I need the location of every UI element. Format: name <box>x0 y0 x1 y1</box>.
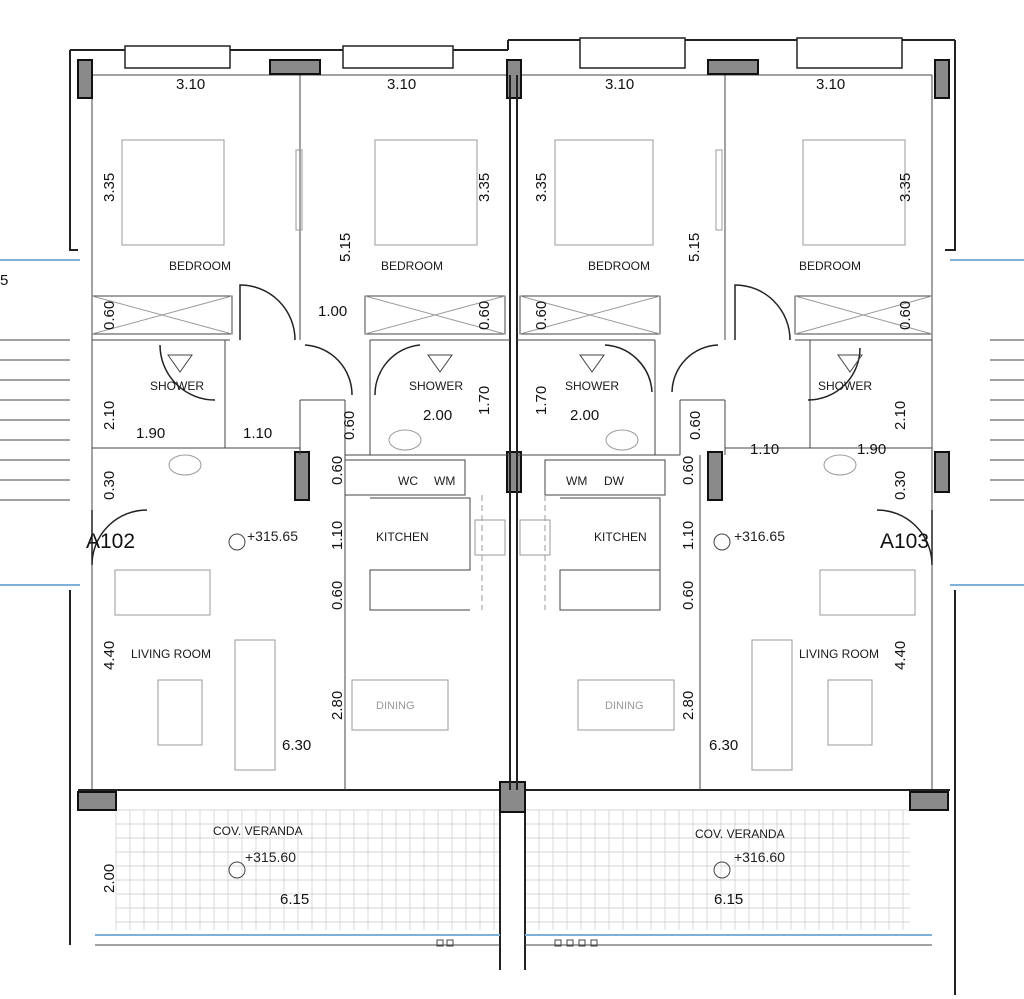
wc-label: WC <box>398 474 418 488</box>
beds <box>121 139 906 246</box>
dim-bath-width: 2.00 <box>570 407 599 424</box>
living-room-label: LIVING ROOM <box>131 647 211 661</box>
dim-bedroom-depth: 3.35 <box>533 173 550 202</box>
bedroom-label: BEDROOM <box>169 259 231 273</box>
dim-living-depth: 4.40 <box>101 641 118 670</box>
wm-label: WM <box>434 474 455 488</box>
dim-hall-width: 1.10 <box>750 441 779 458</box>
unit-ids: A102 A103 +315.65 +316.65 +315.60 +316.6… <box>86 528 929 865</box>
dim-wall-offset: 0.30 <box>892 471 909 500</box>
shower-label: SHOWER <box>150 379 204 393</box>
unit-id-a102: A102 <box>86 530 135 553</box>
dim-wardrobe-depth: 0.60 <box>533 301 550 330</box>
dim-bath-width: 2.00 <box>423 407 452 424</box>
veranda-label: COV. VERANDA <box>213 824 303 838</box>
dim-veranda-width: 6.15 <box>714 891 743 908</box>
dim-wall-offset: 0.30 <box>101 471 118 500</box>
dim-island-depth: 0.60 <box>680 581 697 610</box>
dim-dining-depth: 2.80 <box>329 691 346 720</box>
dim-bedroom-width: 3.10 <box>176 76 205 93</box>
drain-markers <box>436 939 598 947</box>
dw-label: DW <box>604 474 625 488</box>
furniture <box>114 569 916 771</box>
dim-island-depth: 0.60 <box>329 581 346 610</box>
dim-shower-width: 1.90 <box>857 441 886 458</box>
wardrobes <box>91 295 933 335</box>
wm-label: WM <box>566 474 587 488</box>
dim-niche-depth: 0.60 <box>687 411 704 440</box>
dim-veranda-width: 6.15 <box>280 891 309 908</box>
level-markers <box>228 533 731 879</box>
dim-kitchen-aisle: 1.10 <box>329 521 346 550</box>
floor-level-a103: +316.65 <box>734 528 785 544</box>
vertical-dimensions: 3.35 3.35 3.35 3.35 5.15 5.15 0.60 0.60 … <box>101 173 914 893</box>
dining-label: DINING <box>376 700 415 712</box>
floor-level-a102: +315.65 <box>247 528 298 544</box>
dining-label: DINING <box>605 700 644 712</box>
dim-bath-depth: 1.70 <box>476 386 493 415</box>
veranda-level-a102: +315.60 <box>245 849 296 865</box>
veranda-level-a103: +316.60 <box>734 849 785 865</box>
bath-fixtures <box>167 354 863 476</box>
dim-counter-depth: 0.60 <box>680 456 697 485</box>
kitchen-fixtures <box>344 459 666 611</box>
top-windows <box>124 37 903 69</box>
dim-corridor-width: 1.00 <box>318 303 347 320</box>
dim-living-depth: 4.40 <box>892 641 909 670</box>
dim-corridor-length: 5.15 <box>686 233 703 262</box>
dim-niche-depth: 0.60 <box>341 411 358 440</box>
veranda-label: COV. VERANDA <box>695 827 785 841</box>
kitchen-label: KITCHEN <box>594 530 647 544</box>
dim-shower-width: 1.90 <box>136 425 165 442</box>
dim-corridor-length: 5.15 <box>337 233 354 262</box>
unit-id-a103: A103 <box>880 530 929 553</box>
dim-counter-depth: 0.60 <box>329 456 346 485</box>
shower-label: SHOWER <box>409 379 463 393</box>
stairs-right <box>950 259 1024 586</box>
dim-bedroom-width: 3.10 <box>816 76 845 93</box>
dim-wardrobe-depth: 0.60 <box>897 301 914 330</box>
doors <box>91 284 933 566</box>
bedroom-label: BEDROOM <box>799 259 861 273</box>
dim-dining-depth: 2.80 <box>680 691 697 720</box>
dim-bedroom-depth: 3.35 <box>897 173 914 202</box>
dim-kitchen-aisle: 1.10 <box>680 521 697 550</box>
dim-living-width: 6.30 <box>709 737 738 754</box>
dim-stair-partial: 5 <box>0 272 8 289</box>
dim-shower-depth: 2.10 <box>101 401 118 430</box>
dim-bedroom-depth: 3.35 <box>101 173 118 202</box>
dim-hall-width: 1.10 <box>243 425 272 442</box>
columns <box>77 59 950 813</box>
interior-walls <box>92 75 932 790</box>
shower-label: SHOWER <box>818 379 872 393</box>
dim-wardrobe-depth: 0.60 <box>476 301 493 330</box>
dim-wardrobe-depth: 0.60 <box>101 301 118 330</box>
living-room-label: LIVING ROOM <box>799 647 879 661</box>
bedroom-label: BEDROOM <box>381 259 443 273</box>
dim-veranda-depth: 2.00 <box>101 864 118 893</box>
dim-bath-depth: 1.70 <box>533 386 550 415</box>
room-labels: BEDROOM BEDROOM BEDROOM BEDROOM SHOWER S… <box>131 259 879 841</box>
dim-shower-depth: 2.10 <box>892 401 909 430</box>
bedroom-label: BEDROOM <box>588 259 650 273</box>
horizontal-dimensions: 3.10 3.10 3.10 3.10 1.00 1.90 1.10 2.00 … <box>0 76 886 908</box>
shower-label: SHOWER <box>565 379 619 393</box>
dim-bedroom-depth: 3.35 <box>476 173 493 202</box>
kitchen-label: KITCHEN <box>376 530 429 544</box>
dim-living-width: 6.30 <box>282 737 311 754</box>
dim-bedroom-width: 3.10 <box>387 76 416 93</box>
dim-bedroom-width: 3.10 <box>605 76 634 93</box>
stairs-left <box>0 259 80 586</box>
